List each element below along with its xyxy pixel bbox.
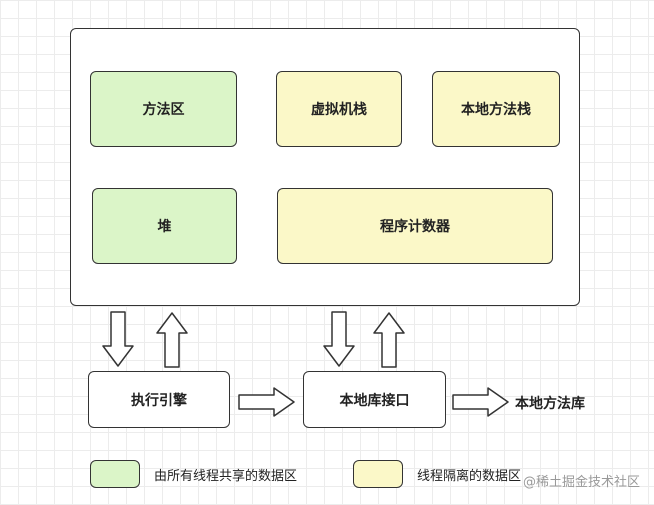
heap-box: 堆 xyxy=(92,188,237,264)
legend-isolated-label: 线程隔离的数据区 xyxy=(417,469,522,484)
vm-stack-box: 虚拟机栈 xyxy=(276,71,402,147)
right-arrow-icon xyxy=(238,387,295,417)
program-counter-label: 程序计数器 xyxy=(380,219,450,235)
execution-engine-label: 执行引擎 xyxy=(131,392,187,409)
native-interface-label: 本地库接口 xyxy=(339,392,410,409)
method-area-box: 方法区 xyxy=(90,71,237,147)
heap-label: 堆 xyxy=(157,219,172,235)
execution-engine-box: 执行引擎 xyxy=(88,371,230,428)
down-arrow-icon xyxy=(102,311,134,367)
up-arrow-icon xyxy=(373,312,405,368)
down-arrow-icon xyxy=(323,311,355,367)
right-arrow-icon xyxy=(452,387,509,417)
watermark: @稀土掘金技术社区 xyxy=(522,475,640,490)
method-area-label: 方法区 xyxy=(142,102,185,118)
native-library-label: 本地方法库 xyxy=(515,396,585,412)
legend-shared-swatch xyxy=(90,460,140,488)
program-counter-box: 程序计数器 xyxy=(277,188,553,264)
native-method-stack-label: 本地方法栈 xyxy=(461,102,531,118)
legend-shared-label: 由所有线程共享的数据区 xyxy=(154,469,298,484)
vm-stack-label: 虚拟机栈 xyxy=(311,102,367,118)
runtime-data-area xyxy=(70,28,580,306)
native-interface-box: 本地库接口 xyxy=(303,371,446,428)
native-method-stack-box: 本地方法栈 xyxy=(432,71,560,147)
up-arrow-icon xyxy=(156,312,188,368)
legend-isolated-swatch xyxy=(353,460,403,488)
